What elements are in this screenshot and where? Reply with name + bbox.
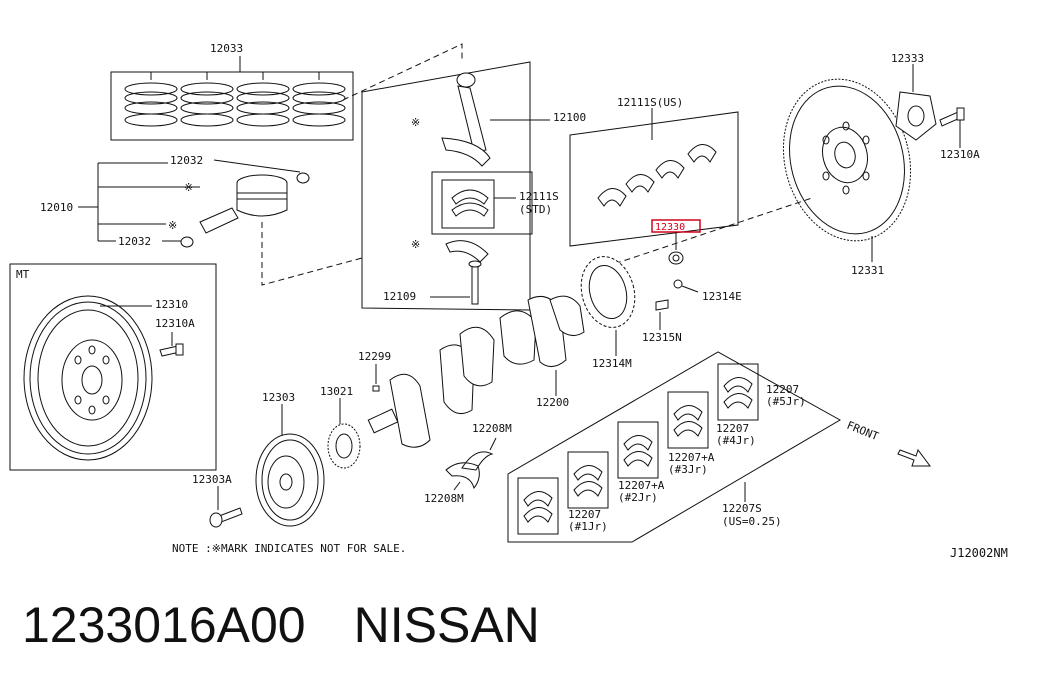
pilot-bushing [668, 251, 684, 265]
label-12310: 12310 [155, 298, 188, 311]
label-12207-5: 12207 [766, 383, 799, 396]
label-12200: 12200 [536, 396, 569, 409]
label-12208m-top: 12208M [472, 422, 512, 435]
piston-rings-box [110, 71, 354, 141]
main-bearing-sets [517, 363, 759, 535]
not-for-sale-mark-pin: ※ [168, 219, 177, 232]
conrod-group: ※ 12100 12111S (STD) ※ 12109 [361, 61, 586, 311]
front-arrow-icon [897, 448, 931, 467]
thrust-washers: 12208M 12208M [424, 422, 512, 505]
main-bearings-box [507, 351, 842, 543]
piston-assembly: ※ ※ 12032 12010 12032 [40, 154, 310, 248]
label-12109: 12109 [383, 290, 416, 303]
label-12207-1: 12207 [568, 508, 601, 521]
not-for-sale-mark-cap: ※ [411, 238, 420, 251]
brand-name: NISSAN [353, 597, 540, 653]
label-us-025: (US=0.25) [722, 515, 782, 528]
label-12314m: 12314M [592, 357, 632, 370]
piston-rings-group: 12033 [110, 42, 354, 141]
parts-diagram: 12033 ※ ※ 12032 12010 12032 ※ 12100 [9, 42, 1008, 560]
front-label: FRONT [845, 419, 881, 444]
label-12331: 12331 [851, 264, 884, 277]
label-12207-2: 12207+A [618, 479, 665, 492]
mt-box [9, 263, 217, 471]
label-12033: 12033 [210, 42, 243, 55]
label-12111s-us: 12111S(US) [617, 96, 683, 109]
label-jr5: (#5Jr) [766, 395, 806, 408]
label-12315n: 12315N [642, 331, 682, 344]
label-mt: MT [16, 268, 30, 281]
crankshaft: 12200 [367, 295, 585, 448]
label-12207-4: 12207 [716, 422, 749, 435]
conrod-bearing-us-group: 12111S(US) [569, 96, 739, 247]
front-parts-group: 12299 13021 12303 12303A [192, 350, 391, 528]
front-direction-indicator: FRONT [845, 419, 931, 467]
label-12032-top: 12032 [170, 154, 203, 167]
note-text: NOTE :※MARK INDICATES NOT FOR SALE. [172, 542, 406, 555]
label-12208m-bottom: 12208M [424, 492, 464, 505]
label-12010: 12010 [40, 201, 73, 214]
piston-ring-sets [124, 82, 346, 127]
label-jr2: (#2Jr) [618, 491, 658, 504]
diagram-code: J12002NM [950, 546, 1008, 560]
part-number: 1233016A00 [22, 597, 306, 653]
not-for-sale-mark-conrod: ※ [411, 116, 420, 129]
label-12310a-right: 12310A [940, 148, 980, 161]
conrod-bearing-us-box [569, 111, 739, 247]
label-12310a-left: 12310A [155, 317, 195, 330]
label-12330: 12330 [655, 222, 685, 233]
label-jr3: (#3Jr) [668, 463, 708, 476]
main-bearings-group: 12207 (#5Jr) 12207 (#4Jr) 12207+A (#3Jr)… [507, 351, 842, 543]
label-12100: 12100 [553, 111, 586, 124]
label-jr1: (#1Jr) [568, 520, 608, 533]
label-jr4: (#4Jr) [716, 434, 756, 447]
label-12303a: 12303A [192, 473, 232, 486]
label-13021: 13021 [320, 385, 353, 398]
conrod-bearing-std-box [431, 171, 533, 235]
label-std: (STD) [519, 203, 552, 216]
label-12299: 12299 [358, 350, 391, 363]
flywheel-group: 12333 12310A 12331 [782, 52, 980, 277]
label-12314e: 12314E [702, 290, 742, 303]
part-caption: 1233016A00 NISSAN [22, 596, 540, 666]
label-12207-3: 12207+A [668, 451, 715, 464]
label-12207s: 12207S [722, 502, 762, 515]
reinforcement-plate [895, 91, 937, 141]
label-12303: 12303 [262, 391, 295, 404]
conrod-box [361, 61, 531, 311]
label-12333: 12333 [891, 52, 924, 65]
label-12111s-std: 12111S [519, 190, 559, 203]
signal-plate-group: 12314M 12314E 12315N [580, 256, 742, 370]
label-12032-bottom: 12032 [118, 235, 151, 248]
mt-pulley-group: MT 12310 12310A [9, 263, 217, 471]
pilot-bushing-group: 12330 [651, 219, 701, 265]
